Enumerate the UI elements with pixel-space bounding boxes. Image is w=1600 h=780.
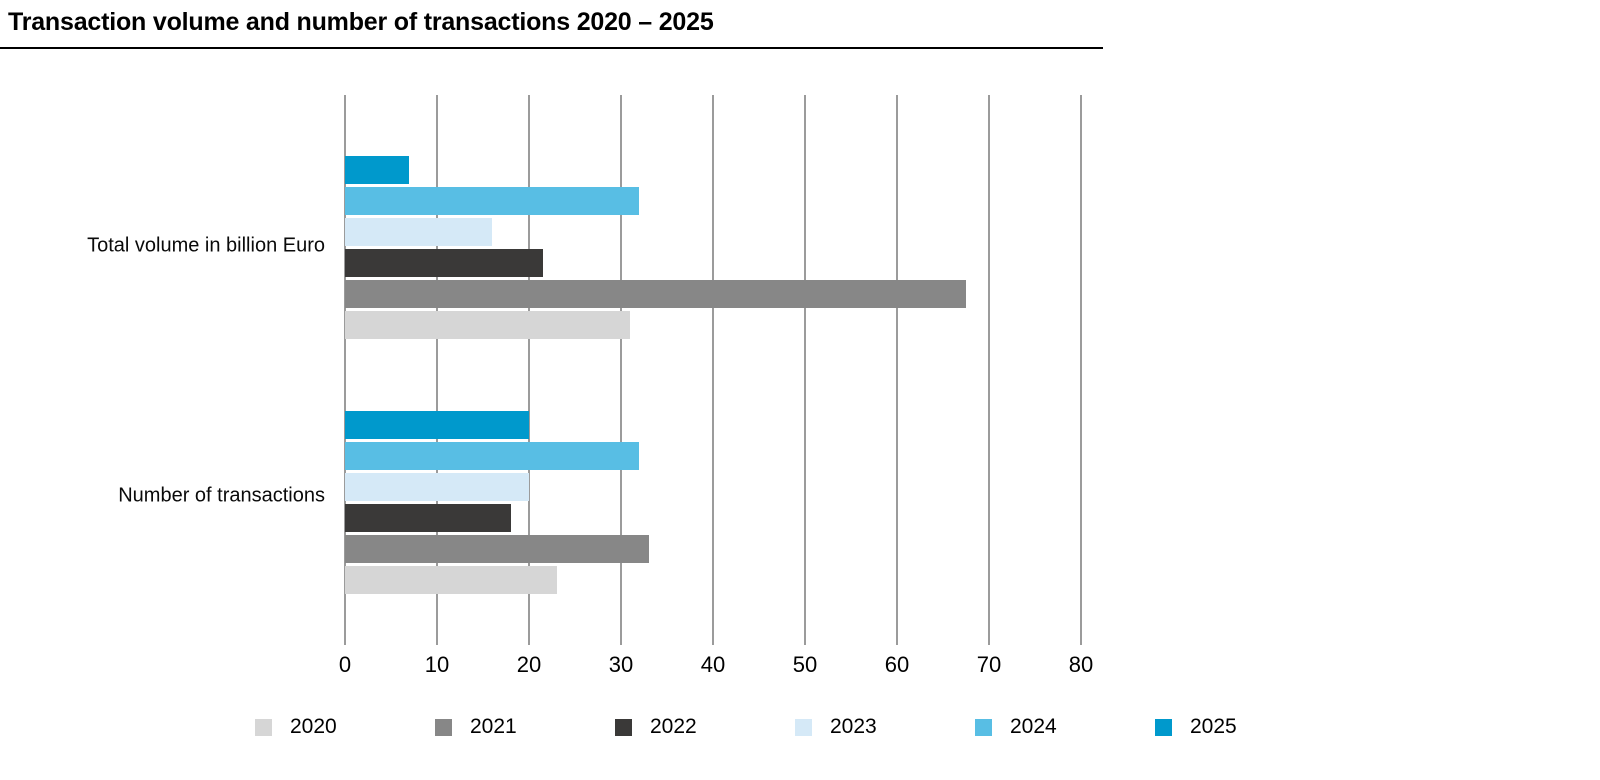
legend-swatch-2022 — [615, 718, 632, 736]
bar-2022-number-of-transactions — [345, 504, 511, 532]
x-tick-label-40: 40 — [700, 652, 726, 677]
legend-label-2023: 2023 — [830, 715, 877, 738]
gridline-80 — [1080, 95, 1082, 645]
legend-item-2020: 2020 — [255, 712, 337, 742]
gridline-50 — [804, 95, 806, 645]
bar-2024-total-volume-in-billion-euro — [345, 187, 640, 215]
bar-2022-total-volume-in-billion-euro — [345, 249, 543, 277]
legend-swatch-2024 — [975, 718, 992, 736]
x-tick-label-10: 10 — [424, 652, 450, 677]
x-tick-label-20: 20 — [516, 652, 542, 677]
legend-item-2022: 2022 — [615, 712, 697, 742]
gridline-0 — [344, 95, 346, 645]
legend-item-2024: 2024 — [975, 712, 1057, 742]
legend-label-2021: 2021 — [470, 715, 517, 738]
gridline-60 — [896, 95, 898, 645]
legend-label-2024: 2024 — [1010, 715, 1057, 738]
category-label-total-volume-in-billion-euro: Total volume in billion Euro — [87, 234, 325, 257]
bar-2020-total-volume-in-billion-euro — [345, 311, 631, 339]
gridline-20 — [528, 95, 530, 645]
legend-swatch-2023 — [795, 718, 812, 736]
legend-item-2025: 2025 — [1155, 712, 1237, 742]
x-tick-label-70: 70 — [976, 652, 1002, 677]
bar-2021-total-volume-in-billion-euro — [345, 280, 966, 308]
bar-2023-number-of-transactions — [345, 473, 529, 501]
legend-item-2023: 2023 — [795, 712, 877, 742]
x-tick-label-80: 80 — [1068, 652, 1094, 677]
legend-swatch-2020 — [255, 718, 272, 736]
x-tick-label-0: 0 — [338, 652, 352, 677]
legend-swatch-2021 — [435, 718, 452, 736]
x-tick-label-50: 50 — [792, 652, 818, 677]
bar-2024-number-of-transactions — [345, 442, 640, 470]
legend-item-2021: 2021 — [435, 712, 517, 742]
legend-swatch-2025 — [1155, 718, 1172, 736]
bar-2025-number-of-transactions — [345, 411, 529, 439]
title-underline — [0, 47, 1103, 49]
bar-2023-total-volume-in-billion-euro — [345, 218, 493, 246]
gridline-70 — [988, 95, 990, 645]
gridline-40 — [712, 95, 714, 645]
x-tick-label-60: 60 — [884, 652, 910, 677]
gridline-10 — [436, 95, 438, 645]
bar-2021-number-of-transactions — [345, 535, 649, 563]
bar-2020-number-of-transactions — [345, 566, 557, 594]
legend-label-2025: 2025 — [1190, 715, 1237, 738]
gridline-30 — [620, 95, 622, 645]
legend-label-2020: 2020 — [290, 715, 337, 738]
bar-2025-total-volume-in-billion-euro — [345, 156, 410, 184]
category-label-number-of-transactions: Number of transactions — [118, 484, 325, 507]
x-tick-label-30: 30 — [608, 652, 634, 677]
chart-title: Transaction volume and number of transac… — [8, 8, 714, 36]
legend-label-2022: 2022 — [650, 715, 697, 738]
